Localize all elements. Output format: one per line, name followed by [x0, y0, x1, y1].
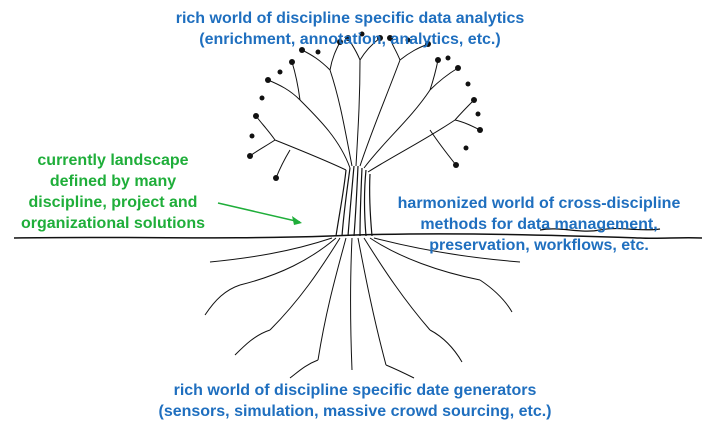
pointer-arrowhead — [292, 216, 302, 225]
left-caption: currently landscape defined by many disc… — [2, 150, 224, 234]
right-caption: harmonized world of cross-discipline met… — [376, 193, 702, 256]
ground-line — [13, 233, 702, 240]
bottom-caption-line-2: (sensors, simulation, massive crowd sour… — [158, 403, 552, 420]
top-caption-line-1: rich world of discipline specific data a… — [175, 10, 525, 27]
leaves — [247, 31, 483, 181]
pointer-arrow — [217, 202, 301, 223]
left-caption-line-3: discipline, project and — [28, 194, 198, 211]
right-caption-line-2: methods for data management, — [420, 216, 658, 233]
left-caption-line-1: currently landscape — [37, 152, 189, 169]
right-caption-line-3: preservation, workflows, etc. — [429, 237, 649, 254]
top-caption: rich world of discipline specific data a… — [95, 8, 605, 50]
branches — [249, 37, 481, 179]
bottom-caption-line-1: rich world of discipline specific date g… — [173, 382, 537, 399]
roots — [204, 237, 521, 379]
top-caption-line-2: (enrichment, annotation, analytics, etc.… — [199, 31, 501, 48]
bottom-caption: rich world of discipline specific date g… — [110, 380, 600, 422]
right-caption-line-1: harmonized world of cross-discipline — [397, 195, 681, 212]
trunk — [335, 165, 373, 237]
ground-line-wave — [539, 227, 661, 232]
left-caption-line-2: defined by many — [49, 173, 177, 190]
left-caption-line-4: organizational solutions — [20, 215, 205, 232]
